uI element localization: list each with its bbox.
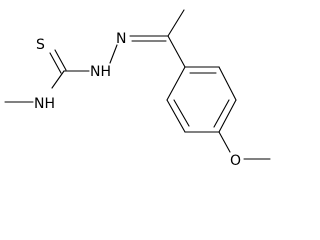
structure-diagram: S NH N NH O <box>4 9 271 169</box>
atom-nh-methyl: NH <box>34 96 55 112</box>
bond-c-ring <box>167 35 186 68</box>
bond-nh-n <box>109 44 118 64</box>
bond-c-nh-methyl <box>51 70 65 89</box>
ring-bond-5-inner <box>173 99 190 127</box>
bond-cs-2 <box>49 52 62 74</box>
atom-nh-hydrazine: NH <box>90 64 111 80</box>
ring-bond-3 <box>218 99 237 133</box>
ring-bond-5 <box>166 99 186 133</box>
atom-n-imine: N <box>116 31 126 47</box>
bond-ring-o <box>218 131 231 153</box>
ring-bond-6 <box>166 66 186 101</box>
ring-bond-3-inner <box>213 99 230 128</box>
ring-bond-2 <box>218 66 237 101</box>
bond-cs-1 <box>54 49 67 71</box>
bond-c-methyl <box>167 9 185 37</box>
atom-oxygen: O <box>230 153 241 169</box>
atom-sulfur: S <box>36 37 45 53</box>
